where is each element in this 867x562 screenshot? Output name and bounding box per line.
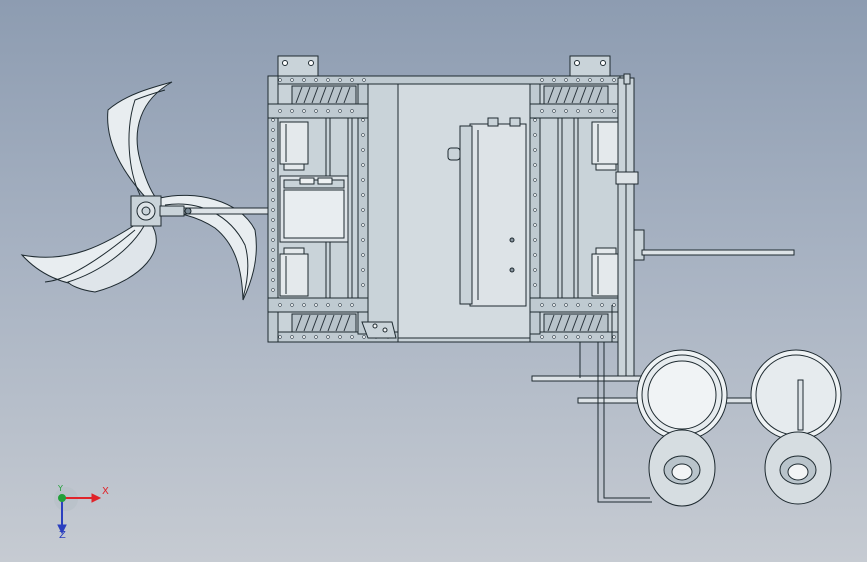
propeller-blade-right: [159, 194, 257, 301]
propeller-blade-upper-inner: [128, 89, 166, 196]
z-axis-label: Z: [59, 530, 66, 541]
crossbar-lower-left: [267, 297, 369, 313]
linkage-rod-3: [603, 342, 650, 499]
control-box: [447, 117, 527, 307]
propeller-blade-lower-left-inner: [44, 229, 136, 283]
rail-top: [267, 75, 631, 85]
wheel-front: [636, 349, 728, 507]
y-axis-dot: [58, 494, 66, 502]
rivet-holes: [271, 78, 616, 339]
corner-gusset: [361, 321, 397, 339]
mecanum-wheel-front-right: [543, 85, 609, 105]
motor-front-left: [279, 121, 309, 171]
chassis: [267, 55, 631, 343]
propeller-blade-upper: [107, 81, 173, 201]
top-bracket-left: [277, 55, 319, 79]
motor-rear-right: [591, 247, 621, 297]
propeller-shaft-coupler: [159, 205, 185, 217]
propeller-blade-right-inner: [164, 203, 249, 299]
mecanum-wheel-rear-right: [543, 313, 609, 333]
linkage-rod-2: [597, 342, 652, 503]
mecanum-wheel-front-left: [291, 85, 357, 105]
wheel-rear: [750, 349, 842, 505]
propeller-blade-lower: [67, 221, 157, 293]
propeller: [20, 81, 271, 301]
x-axis-label: X: [102, 486, 109, 497]
arm-rod-left: [531, 375, 653, 382]
motor-rear-left: [279, 247, 309, 297]
motor-front-right: [591, 121, 621, 171]
arm-rod-right: [641, 249, 795, 256]
y-axis-label: Y: [58, 484, 63, 493]
top-bracket-right: [569, 55, 611, 79]
mecanum-wheel-rear-left: [291, 313, 357, 333]
propeller-shaft: [183, 207, 271, 215]
axis-triad: [54, 487, 102, 535]
battery-pack: [279, 175, 349, 243]
